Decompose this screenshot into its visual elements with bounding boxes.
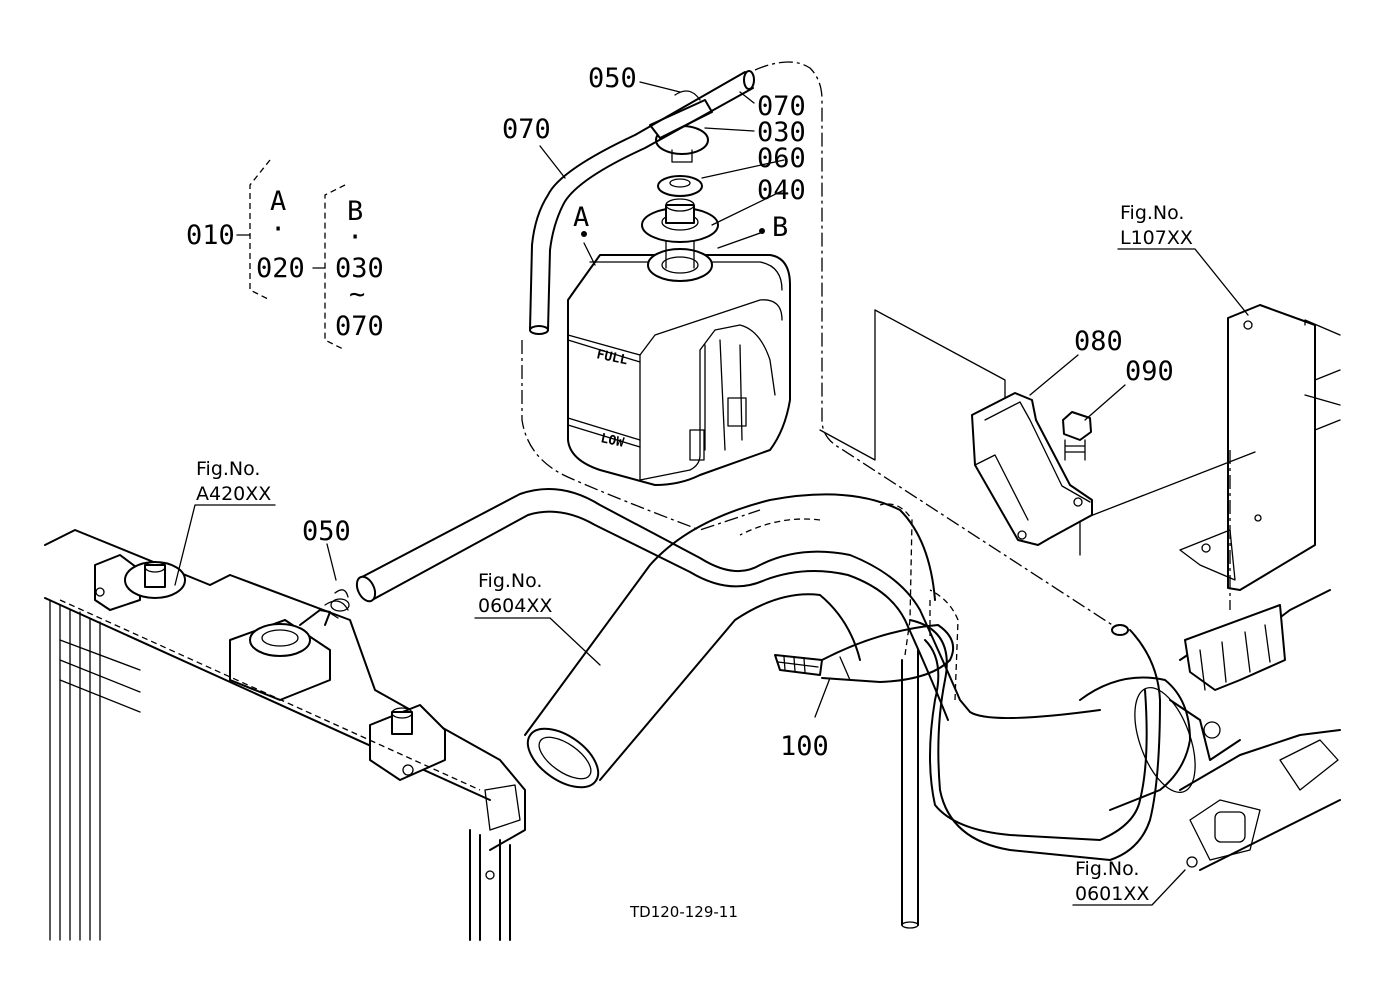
water-pipe-0604 <box>524 493 936 789</box>
fig-ref-a420-code: A420XX <box>196 483 271 505</box>
outlet-pipe-0601 <box>1079 589 1341 871</box>
part-number-040: 040 <box>757 175 806 206</box>
tank-full-mark: FULL <box>595 347 629 368</box>
assembly-b: B <box>347 196 363 227</box>
washer-060 <box>657 175 703 197</box>
assembly-020: 020 <box>256 253 305 284</box>
part-number-090: 090 <box>1125 356 1174 387</box>
bracket-080 <box>971 392 1093 546</box>
part-number-030: 030 <box>757 117 806 148</box>
drawing-code: TD120-129-11 <box>629 903 738 921</box>
fig-ref-a420-label: Fig.No. <box>196 458 260 480</box>
assembly-dot-1: · <box>270 214 286 245</box>
part-number-050-top: 050 <box>588 63 637 94</box>
fig-ref-0604-code: 0604XX <box>478 595 552 617</box>
radiator-overflow-hose <box>355 488 1161 861</box>
assembly-030: 030 <box>335 253 384 284</box>
fig-ref-l107-label: Fig.No. <box>1120 202 1184 224</box>
reserve-tank: FULL LOW <box>567 254 791 486</box>
marker-b-dot <box>759 228 765 234</box>
bolt-090 <box>1062 411 1092 461</box>
radiator <box>44 529 526 941</box>
assembly-010: 010 <box>186 220 235 251</box>
fig-ref-l107-code: L107XX <box>1120 227 1193 249</box>
frame-plate <box>1179 304 1341 591</box>
assembly-a: A <box>270 186 286 217</box>
marker-b: B <box>772 212 788 243</box>
part-number-060: 060 <box>757 143 806 174</box>
fig-ref-0601-label: Fig.No. <box>1075 858 1139 880</box>
assembly-tilde: ~ <box>349 279 365 310</box>
fig-ref-0604-label: Fig.No. <box>478 570 542 592</box>
part-number-100: 100 <box>780 731 829 762</box>
cable-tie-100 <box>774 624 954 683</box>
assembly-070: 070 <box>335 311 384 342</box>
overflow-hose-070 <box>529 70 755 335</box>
part-number-070-right: 070 <box>757 91 806 122</box>
marker-a-dot <box>581 231 587 237</box>
part-number-080: 080 <box>1074 326 1123 357</box>
part-number-050-bottom: 050 <box>302 516 351 547</box>
hose-routing-line <box>754 61 1121 631</box>
fig-ref-0601-code: 0601XX <box>1075 883 1149 905</box>
marker-a: A <box>573 202 589 233</box>
clamp-050-bottom <box>330 589 350 612</box>
part-number-070-left: 070 <box>502 114 551 145</box>
assembly-reference <box>236 159 346 351</box>
tank-neck-and-cap-stack <box>641 90 719 282</box>
tank-low-mark: LOW <box>599 431 625 451</box>
assembly-dot-2: · <box>347 222 363 253</box>
